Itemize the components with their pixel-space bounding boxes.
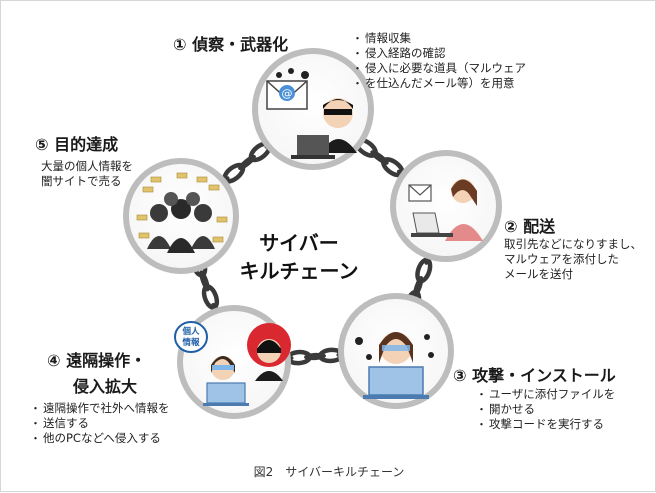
- virus-icon: [355, 334, 434, 360]
- step5-text: 大量の個人情報を 闇サイトで売る: [41, 159, 133, 189]
- crowd-icon: [147, 192, 215, 253]
- step4-bullet: 他のPCなどへ侵入する: [30, 431, 170, 446]
- badge-line1: 個人: [181, 326, 200, 337]
- laptop-icon: [203, 382, 249, 406]
- step1-circle: @: [252, 48, 374, 170]
- step1-bullets: 情報収集 侵入経路の確認 侵入に必要な道具（マルウェア を仕込んだメール等）を用…: [352, 31, 526, 91]
- badge: 個人 情報: [174, 321, 208, 353]
- hacker-icon: [321, 98, 357, 153]
- email-icon: @: [266, 80, 308, 110]
- office-worker-icon: [445, 179, 483, 241]
- step4-title-line2: 侵入拡大: [73, 377, 138, 396]
- step1-bullet-cont: を仕込んだメール等）を用意: [352, 76, 526, 91]
- step2-line: マルウェアを添付した: [504, 252, 619, 266]
- step2-circle: [390, 150, 502, 262]
- svg-text:@: @: [282, 87, 293, 100]
- step1-bullet: 情報収集: [352, 31, 526, 46]
- laptop-icon: [411, 212, 453, 237]
- step3-circle: [338, 293, 454, 409]
- step1-bullet: 侵入に必要な道具（マルウェア: [352, 61, 526, 76]
- center-label: サイバー キルチェーン: [239, 229, 359, 285]
- badge-line2: 情報: [181, 337, 200, 348]
- laptop-icon: [363, 366, 429, 399]
- step3-bullet-cont: 開かせる: [476, 402, 615, 417]
- step3-title: ③ 攻撃・インストール: [453, 366, 616, 385]
- step1-title: ① 偵察・武器化: [173, 35, 289, 54]
- step4-circle: 個人 情報: [174, 305, 291, 419]
- money-icon: [136, 172, 228, 243]
- step5-line: 大量の個人情報を: [41, 159, 133, 173]
- step2-line: メールを送付: [504, 267, 573, 281]
- chain-link: [238, 154, 256, 171]
- center-line2: キルチェーン: [239, 259, 359, 283]
- step2-line: 取引先などになりすまし、: [504, 237, 642, 251]
- step5-circle: [123, 158, 239, 274]
- email-icon: [408, 184, 432, 202]
- hacker-icon: [247, 323, 291, 381]
- step1-bullet: 侵入経路の確認: [352, 46, 526, 61]
- laptop-icon: [291, 135, 335, 159]
- figure-caption: 図2 サイバーキルチェーン: [253, 465, 405, 479]
- step5-title: ⑤ 目的達成: [35, 135, 119, 154]
- center-line1: サイバー: [259, 231, 339, 255]
- step2-title: ② 配送: [504, 217, 556, 236]
- step4-bullet: 遠隔操作で社外へ情報を: [30, 401, 169, 416]
- step5-line: 闇サイトで売る: [41, 174, 122, 188]
- step3-bullet: 攻撃コードを実行する: [476, 417, 615, 432]
- step4-bullet-cont: 送信する: [30, 416, 170, 431]
- step4-bullets: 遠隔操作で社外へ情報を 送信する 他のPCなどへ侵入する: [30, 401, 170, 446]
- virus-icon: [276, 68, 309, 79]
- victim-icon: [379, 332, 413, 364]
- victim-icon: [211, 356, 235, 380]
- step3-bullets: ユーザに添付ファイルを 開かせる 攻撃コードを実行する: [476, 387, 615, 432]
- step3-bullet: ユーザに添付ファイルを: [476, 387, 615, 402]
- step2-text: 取引先などになりすまし、 マルウェアを添付した メールを送付: [504, 237, 642, 282]
- step4-title-line1: ④ 遠隔操作・: [47, 351, 147, 370]
